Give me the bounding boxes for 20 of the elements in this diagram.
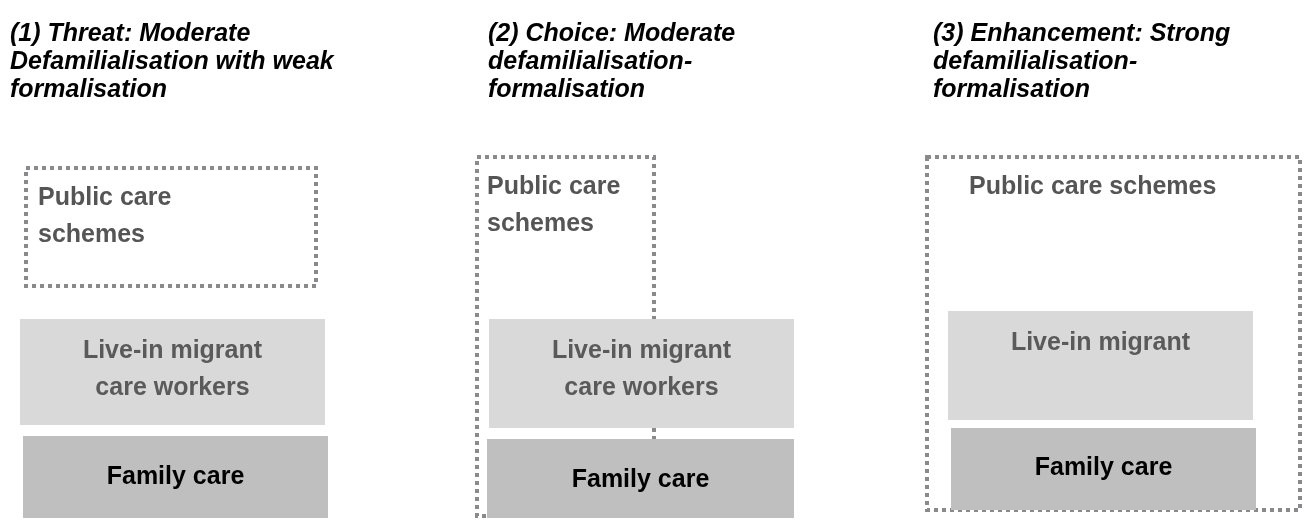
dotted-box xyxy=(24,166,318,288)
panel-title: (3) Enhancement: Strong defamilialisation-formalisation xyxy=(933,18,1232,102)
box-label: Public care schemes xyxy=(487,170,622,238)
shaded-box xyxy=(951,428,1256,510)
panel-title: (1) Threat: Moderate Defamilialisation with weak formalisation xyxy=(10,18,336,102)
box-label: Family care xyxy=(105,460,246,491)
box-label: Public care schemes xyxy=(969,170,1218,201)
dotted-box xyxy=(925,155,1302,512)
shaded-box xyxy=(20,319,325,425)
box-label: Live-in migrant xyxy=(1009,326,1192,357)
box-label: Family care xyxy=(570,463,711,494)
box-label: Public care schemes xyxy=(38,181,173,249)
box-label: Family care xyxy=(1033,451,1174,482)
shaded-box xyxy=(487,439,794,518)
box-label: Live-in migrant care workers xyxy=(81,334,264,402)
panel-title: (2) Choice: Moderate defamilialisation-formalisation xyxy=(488,18,737,102)
box-label: Live-in migrant care workers xyxy=(550,334,733,402)
shaded-box xyxy=(23,436,328,518)
shaded-box xyxy=(948,311,1253,420)
shaded-box xyxy=(489,319,794,428)
